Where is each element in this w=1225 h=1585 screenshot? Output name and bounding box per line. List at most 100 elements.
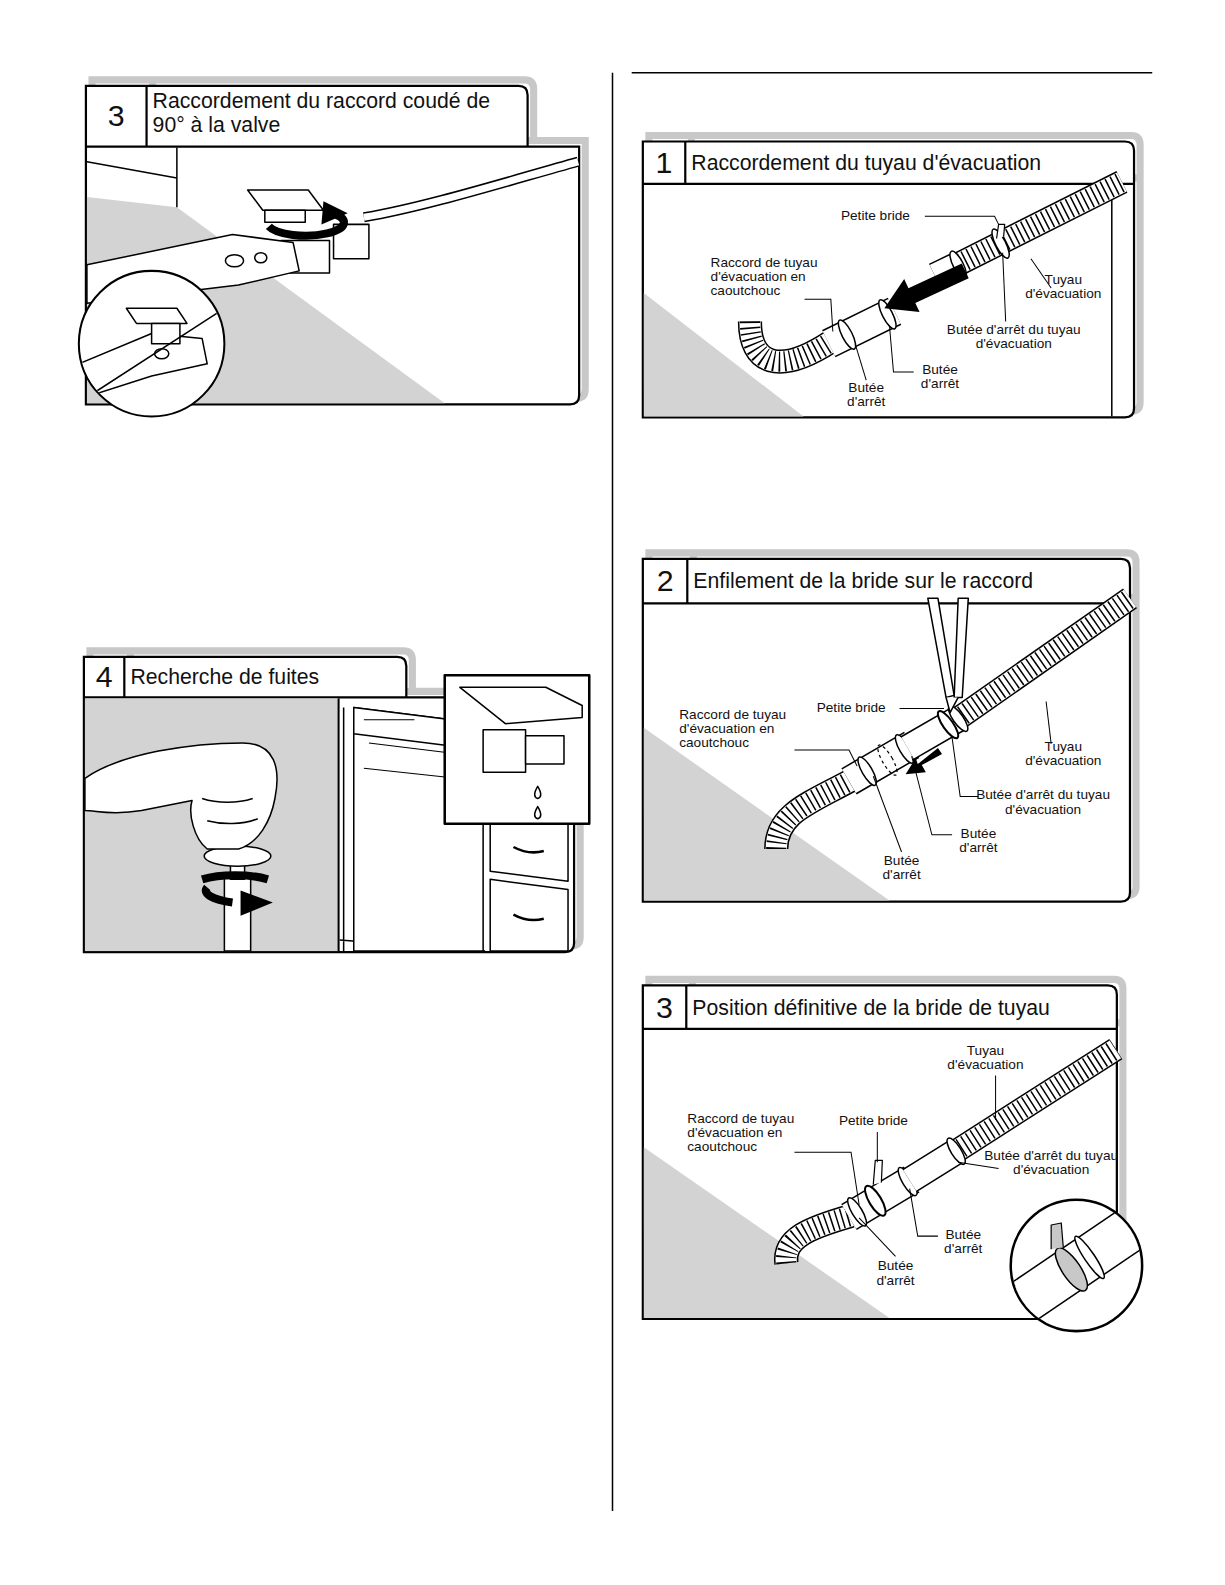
valve-illustration xyxy=(61,303,233,414)
clamp-final-illustration xyxy=(786,1216,851,1264)
leader-line xyxy=(900,708,944,709)
leak-check-illustration xyxy=(338,698,340,951)
leader-line xyxy=(855,344,866,380)
leak-check-illustration xyxy=(241,890,273,915)
clamp-final-illustration xyxy=(644,1147,890,1318)
drain-hose-illustration xyxy=(750,321,831,361)
valve-illustration xyxy=(265,210,305,222)
valve-illustration xyxy=(61,148,578,417)
clamp-final-illustration xyxy=(956,1049,1116,1151)
leak-check-illustration xyxy=(513,847,543,920)
clamp-final-illustration xyxy=(1011,1200,1142,1331)
leak-check-illustration xyxy=(85,675,589,951)
leak-check-illustration xyxy=(85,698,339,951)
step-number: 4 xyxy=(84,657,124,697)
clamp-final-illustration xyxy=(910,1150,959,1180)
drain-hose-illustration xyxy=(884,263,968,312)
leader-line xyxy=(877,1132,878,1162)
valve-illustration xyxy=(364,162,578,218)
leak-check-illustration xyxy=(460,687,582,723)
leak-check-illustration xyxy=(202,798,258,823)
clamp-final-illustration xyxy=(861,1183,889,1219)
page-rule xyxy=(632,72,1153,74)
drain-hose-illustration xyxy=(945,182,1122,271)
valve-illustration xyxy=(79,271,225,417)
step-heading: Raccordement du tuyau d'évacuation xyxy=(691,151,1126,175)
clamp-slide-illustration xyxy=(776,780,851,849)
clamp-final-illustration xyxy=(1006,1218,1148,1314)
clamp-final-illustration xyxy=(844,1195,869,1228)
clamp-slide-illustration xyxy=(946,697,958,712)
leader-line xyxy=(1046,701,1051,743)
page-rule xyxy=(613,73,1153,1511)
leader-line xyxy=(1031,259,1051,288)
leak-check-illustration xyxy=(535,786,541,798)
clamp-final-illustration xyxy=(910,1150,959,1180)
page-rule xyxy=(612,73,614,1511)
leader-line xyxy=(910,1189,938,1237)
valve-illustration xyxy=(364,162,578,218)
clamp-final-illustration xyxy=(956,1049,1116,1151)
leader-line xyxy=(805,299,833,331)
leak-check-illustration xyxy=(445,675,590,824)
clamp-final-illustration xyxy=(786,1216,851,1264)
clamp-final-illustration xyxy=(786,1216,851,1264)
step-heading: Recherche de fuites xyxy=(130,665,383,689)
drain-hose-illustration xyxy=(750,321,831,361)
drain-hose-illustration xyxy=(997,224,1005,238)
drain-hose-illustration xyxy=(835,318,859,351)
clamp-final-illustration xyxy=(1071,1234,1108,1282)
leader-line xyxy=(958,1162,998,1168)
leak-check-illustration xyxy=(483,730,525,772)
leak-check-illustration xyxy=(490,879,568,951)
drain-hose-illustration xyxy=(1111,185,1113,416)
leader-line xyxy=(995,1075,996,1119)
leader-line xyxy=(794,1152,859,1205)
panel-border xyxy=(643,142,1134,418)
clamp-final-illustration xyxy=(644,1049,1147,1331)
clamp-final-illustration xyxy=(1051,1223,1063,1249)
step-heading: Raccordement du raccord coudé de 90° à l… xyxy=(153,89,492,137)
drain-hose-illustration xyxy=(945,182,1122,271)
step-number: 2 xyxy=(643,559,687,603)
clamp-final-illustration xyxy=(873,1160,882,1184)
step-heading: Enfilement de la bride sur le raccord xyxy=(693,569,1128,593)
drain-hose-illustration xyxy=(644,182,1122,416)
leader-line xyxy=(859,1218,895,1256)
step-number: 3 xyxy=(86,86,147,147)
clamp-slide-illustration xyxy=(935,709,962,741)
clamp-slide-illustration xyxy=(874,743,900,778)
step-heading: Position définitive de la bride de tuyau xyxy=(692,995,1117,1019)
clamp-slide-illustration xyxy=(958,598,1130,718)
clamp-final-illustration xyxy=(956,1049,1116,1151)
clamp-final-illustration xyxy=(1006,1218,1148,1314)
valve-illustration xyxy=(321,201,347,224)
drain-hose-illustration xyxy=(750,321,831,361)
leader-line xyxy=(794,750,857,766)
leak-check-illustration xyxy=(206,887,233,902)
valve-illustration xyxy=(155,349,169,359)
step-number: 1 xyxy=(643,142,685,184)
clamp-slide-illustration xyxy=(776,780,851,849)
valve-illustration xyxy=(126,308,187,323)
panel-border xyxy=(643,559,1130,902)
valve-illustration xyxy=(61,303,233,414)
valve-illustration xyxy=(225,255,243,267)
leader-line xyxy=(873,776,901,852)
step-number: 3 xyxy=(643,985,686,1028)
leak-check-illustration xyxy=(202,875,268,879)
leader-line xyxy=(1003,253,1006,322)
clamp-slide-illustration xyxy=(958,598,1130,718)
panel-border xyxy=(86,86,579,404)
leader-line xyxy=(889,325,913,371)
leak-check-illustration xyxy=(85,743,277,849)
leader-line xyxy=(912,756,952,835)
leader-line xyxy=(925,216,999,224)
valve-illustration xyxy=(248,190,324,210)
clamp-slide-illustration xyxy=(644,728,890,901)
leader-line xyxy=(794,216,1051,1256)
valve-illustration xyxy=(87,148,177,208)
clamp-slide-illustration xyxy=(906,748,942,774)
